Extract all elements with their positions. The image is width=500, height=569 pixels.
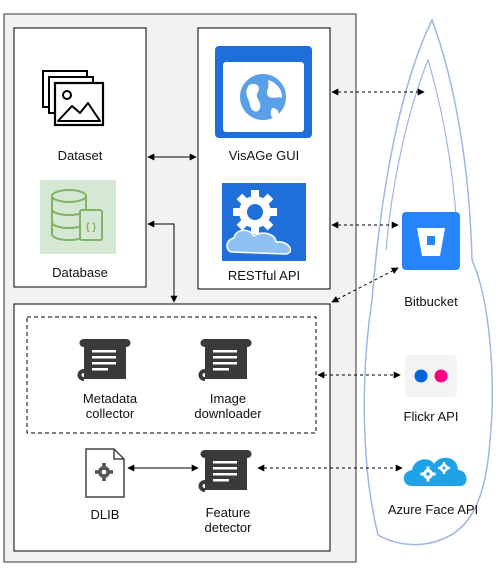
tools-box (13, 303, 331, 552)
visage-gui-label: VisAGe GUI (228, 148, 300, 163)
restful-api-label: RESTful API (227, 268, 301, 283)
dlib-label: DLIB (90, 507, 120, 522)
metadata-collector-script-icon (77, 339, 131, 381)
dataset-label: Dataset (57, 148, 103, 163)
flickr-api-label: Flickr API (403, 409, 459, 424)
database-label: Database (52, 265, 108, 280)
browser-globe-icon (215, 46, 312, 138)
feature-detector-script-icon (198, 450, 252, 492)
feature-detector-label: Feature detector (204, 505, 252, 535)
bitbucket-icon (402, 212, 460, 270)
flickr-icon (405, 355, 457, 397)
image-downloader-label: Image downloader (194, 391, 262, 421)
svg-text:{ }: { } (86, 222, 97, 233)
bitbucket-label: Bitbucket (404, 294, 458, 309)
connector-tools-bitbucket (331, 267, 399, 303)
cloud-gear-icon (222, 183, 306, 261)
metadata-collector-label: Metadata collector (82, 391, 138, 421)
database-icon: { } (40, 180, 116, 254)
dlib-file-gear-icon (85, 448, 125, 498)
dataset-icon (42, 70, 105, 127)
cloud-outline (363, 18, 493, 546)
azure-cloud-gear-icon (403, 457, 467, 486)
connector-database-tools (147, 220, 178, 303)
crawler-group (26, 316, 317, 434)
cloud-inner-contour (385, 58, 459, 251)
azure-face-api-label: Azure Face API (387, 502, 479, 517)
image-downloader-script-icon (198, 339, 252, 381)
